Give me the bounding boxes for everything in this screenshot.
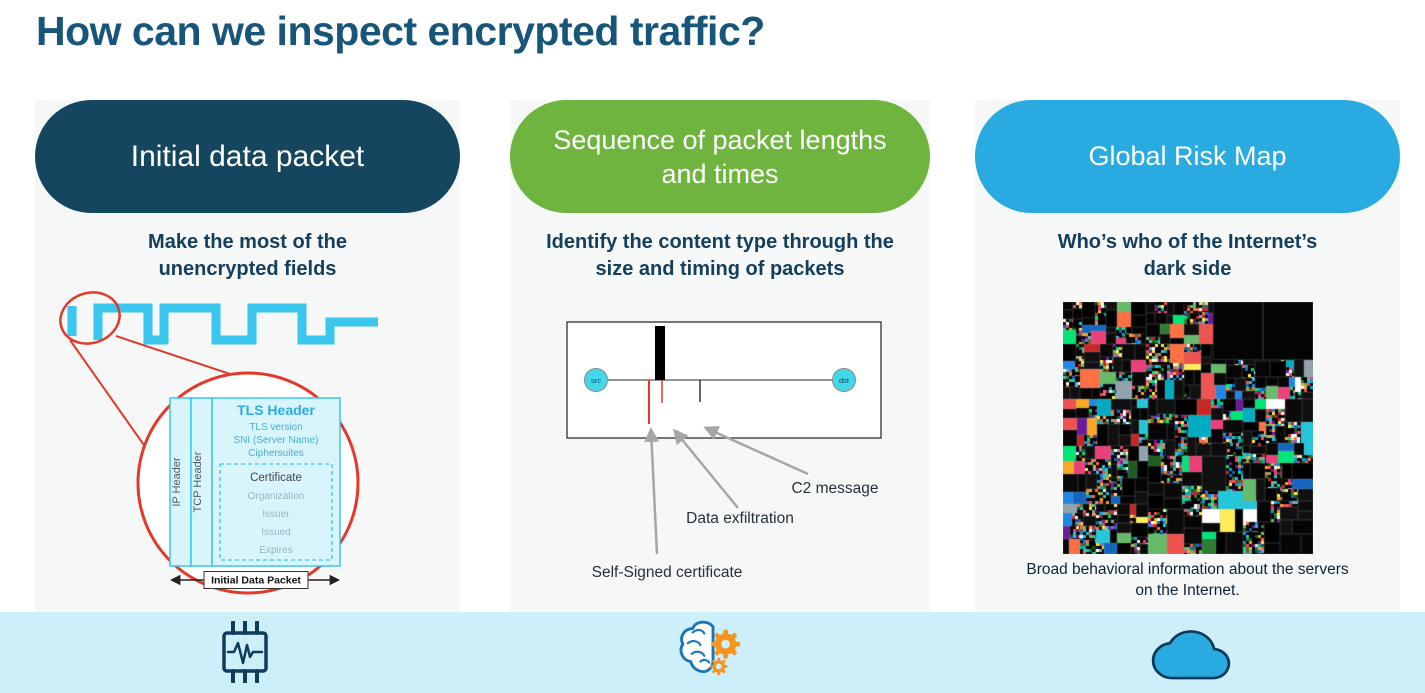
subtitle-risk-map-line1: Who’s who of the Internet’s <box>1057 231 1318 253</box>
ciphersuites-label: Ciphersuites <box>248 448 304 459</box>
sni-label: SNI (Server Name) <box>233 435 318 446</box>
subtitle-risk-map-line2: dark side <box>1143 258 1232 280</box>
cloud-shape <box>1151 630 1231 680</box>
subtitle-sequence-line1: Identify the content type through the <box>546 231 894 253</box>
subtitle-initial-packet: Make the most of the unencrypted fields <box>35 229 460 283</box>
c2-message-label: C2 message <box>791 480 879 497</box>
cloud-icon <box>1151 630 1231 680</box>
magnifier-ellipse <box>59 291 121 345</box>
packet-waveform <box>67 303 378 345</box>
brain-gear-icon <box>679 620 741 676</box>
subtitle-sequence: Identify the content type through the si… <box>510 229 930 283</box>
risk-map-caption-line1: Broad behavioral information about the s… <box>1026 561 1349 578</box>
src-label: src <box>591 376 601 385</box>
initial-data-packet-label-box <box>203 571 309 589</box>
subtitle-initial-packet-line1: Make the most of the <box>148 231 347 253</box>
pill-sequence-label-line1: Sequence of packet lengths <box>553 124 887 155</box>
brain-folds <box>686 629 711 664</box>
chip-waveform-icon <box>222 621 268 683</box>
packet-structure: IP Header TCP Header TLS Header TLS vers… <box>169 397 341 589</box>
tcp-header-label: TCP Header <box>192 451 204 512</box>
organization-label: Organization <box>248 491 305 502</box>
pill-sequence-of-packet-lengths: Sequence of packet lengths and times <box>510 100 930 213</box>
risk-map-caption: Broad behavioral information about the s… <box>985 559 1390 601</box>
pill-sequence-label-line2: and times <box>661 158 779 189</box>
slide-title: How can we inspect encrypted traffic? <box>36 8 765 54</box>
cert-arrow <box>644 427 660 555</box>
pill-global-risk-map-label: Global Risk Map <box>1088 141 1287 171</box>
exfil-arrow <box>673 428 739 509</box>
gear-large-hole <box>721 639 730 649</box>
pill-global-risk-map: Global Risk Map <box>975 100 1400 213</box>
src-node <box>584 368 608 392</box>
gear-small-hole <box>715 663 722 670</box>
subtitle-sequence-line2: size and timing of packets <box>595 258 845 280</box>
issuer-label: Issuer <box>262 509 290 520</box>
magnifier-cone-left <box>69 339 147 449</box>
self-signed-certificate-label: Self-Signed certificate <box>591 564 743 581</box>
initial-packet-diagram: IP Header TCP Header TLS Header TLS vers… <box>59 291 378 595</box>
subtitle-initial-packet-line2: unencrypted fields <box>158 258 337 280</box>
subtitle-risk-map: Who’s who of the Internet’s dark side <box>975 229 1400 283</box>
data-exfiltration-label: Data exfiltration <box>686 510 794 527</box>
risk-map-caption-line2: on the Internet. <box>1135 582 1240 599</box>
pill-initial-data-packet-label: Initial data packet <box>130 139 365 173</box>
expires-label: Expires <box>259 545 292 556</box>
tls-header-label: TLS Header <box>237 402 315 418</box>
dst-node <box>832 368 856 392</box>
sequence-diagram: src dst <box>566 321 882 555</box>
certificate-label: Certificate <box>250 472 302 484</box>
issued-label: Issued <box>261 527 290 538</box>
tls-version-label: TLS version <box>249 422 302 433</box>
payload-bar <box>655 326 665 380</box>
pill-initial-data-packet: Initial data packet <box>35 100 460 213</box>
c2-arrow <box>703 426 809 476</box>
initial-data-packet-label: Initial Data Packet <box>211 575 301 587</box>
certificate-box <box>219 463 333 561</box>
global-risk-map-image <box>1063 302 1313 554</box>
dst-label: dst <box>839 376 850 385</box>
ip-header-label: IP Header <box>171 457 183 507</box>
